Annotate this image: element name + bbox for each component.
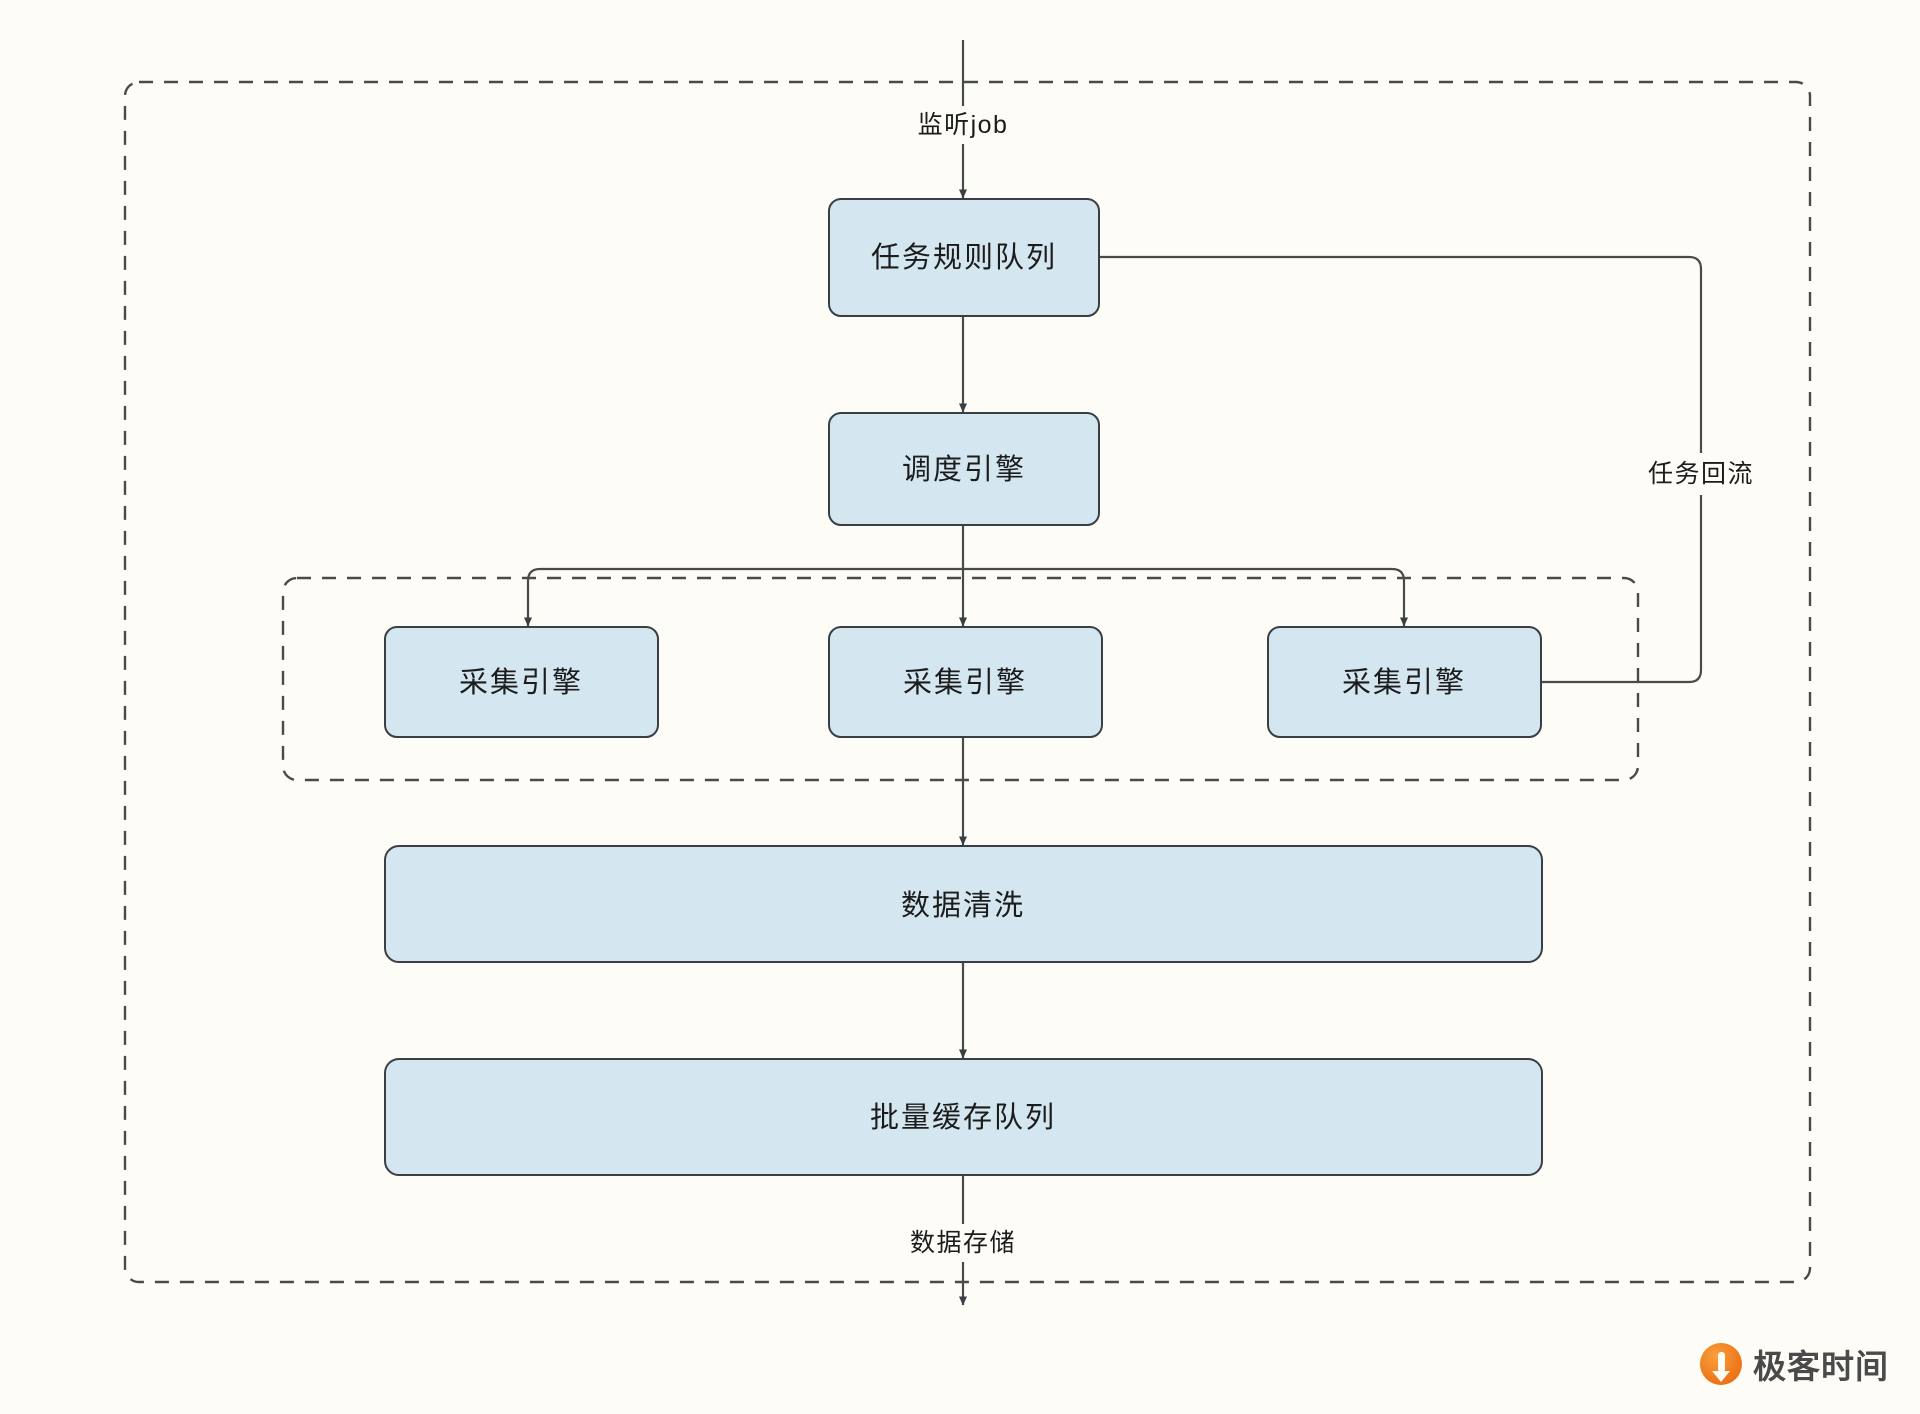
node-task-rule-queue-box[interactable] — [828, 198, 1100, 317]
edge-label-listen-job: 监听job — [918, 111, 1009, 139]
node-data-cleaning-box[interactable] — [384, 845, 1543, 963]
node-collect-engine-2-box[interactable] — [828, 626, 1103, 738]
node-batch-cache-queue[interactable]: 批量缓存队列 — [384, 1058, 1543, 1176]
edge-label-listen-job-bg — [886, 106, 1040, 144]
node-task-rule-queue[interactable]: 任务规则队列 — [828, 198, 1100, 317]
node-collect-engine-3[interactable]: 采集引擎 — [1267, 626, 1542, 738]
edge-label-task-backflow-bg — [1632, 453, 1770, 495]
edge-task-backflow — [1100, 255, 1703, 684]
edge-label-data-storage: 数据存储 — [910, 1229, 1016, 1257]
edge-label-task-backflow: 任务回流 — [1648, 460, 1754, 488]
node-data-cleaning-label: 数据清洗 — [901, 889, 1025, 922]
node-collect-engine-2-label: 采集引擎 — [903, 666, 1027, 699]
node-data-cleaning[interactable]: 数据清洗 — [384, 845, 1543, 963]
node-collect-engine-1-label: 采集引擎 — [459, 666, 583, 699]
brand-name: 极客时间 — [1753, 1348, 1889, 1385]
node-batch-cache-queue-box[interactable] — [384, 1058, 1543, 1176]
node-schedule-engine-label: 调度引擎 — [902, 453, 1026, 486]
group-outer-system — [123, 80, 1812, 1284]
group-collector-cluster — [281, 576, 1640, 782]
node-schedule-engine[interactable]: 调度引擎 — [828, 412, 1100, 526]
edge-label-data-storage-bg — [882, 1224, 1044, 1262]
node-collect-engine-3-label: 采集引擎 — [1342, 666, 1466, 699]
node-schedule-engine-box[interactable] — [828, 412, 1100, 526]
node-collect-engine-2[interactable]: 采集引擎 — [828, 626, 1103, 738]
node-task-rule-queue-label: 任务规则队列 — [871, 241, 1057, 274]
brand-watermark: 极客时间 — [1700, 1340, 1889, 1388]
edge-schedule-engine-to-collect-engine-3 — [963, 567, 1408, 627]
edge-schedule-engine-to-collect-engine-1 — [524, 567, 963, 627]
geektime-logo-icon — [1700, 1343, 1742, 1385]
node-collect-engine-3-box[interactable] — [1267, 626, 1542, 738]
node-batch-cache-queue-label: 批量缓存队列 — [870, 1101, 1056, 1134]
node-collect-engine-1[interactable]: 采集引擎 — [384, 626, 659, 738]
node-collect-engine-1-box[interactable] — [384, 626, 659, 738]
